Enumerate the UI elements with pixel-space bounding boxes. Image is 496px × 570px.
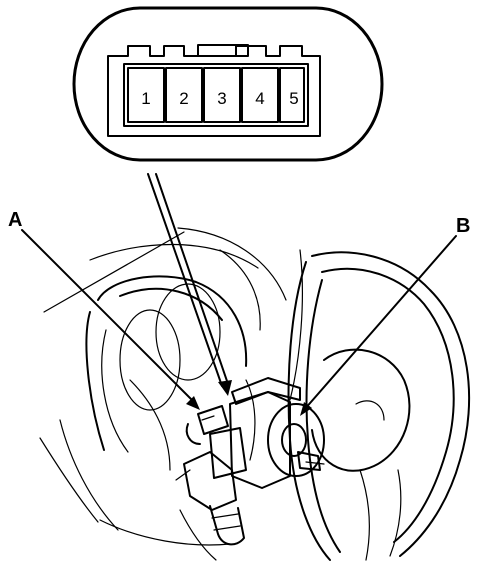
pin-number-4: 4 (255, 89, 264, 108)
callout-label-a: A (8, 209, 22, 231)
pin-cavity-3 (203, 67, 241, 123)
pin-cavity-5 (279, 67, 305, 123)
pin-cavity-2 (165, 67, 203, 123)
pin-cavity-4 (241, 67, 279, 123)
dashboard-illustration (39, 227, 303, 546)
lower-stalk (175, 451, 245, 561)
pin-number-5: 5 (289, 89, 298, 108)
pin-number-1: 1 (141, 89, 150, 108)
callout-label-b: B (456, 215, 470, 237)
pin-number-3: 3 (217, 89, 226, 108)
callout-arrow-b (300, 235, 457, 416)
pin-cavities (127, 67, 305, 123)
callout-arrow-a (21, 229, 200, 410)
pin-cavity-1 (127, 67, 165, 123)
connector-inset: 1 2 3 4 5 (72, 6, 384, 162)
inset-leader-line (147, 173, 232, 396)
steering-wheel-illustration (287, 251, 471, 561)
connector-a-body (185, 405, 247, 479)
connector-housing (107, 44, 321, 137)
pin-number-2: 2 (179, 89, 188, 108)
